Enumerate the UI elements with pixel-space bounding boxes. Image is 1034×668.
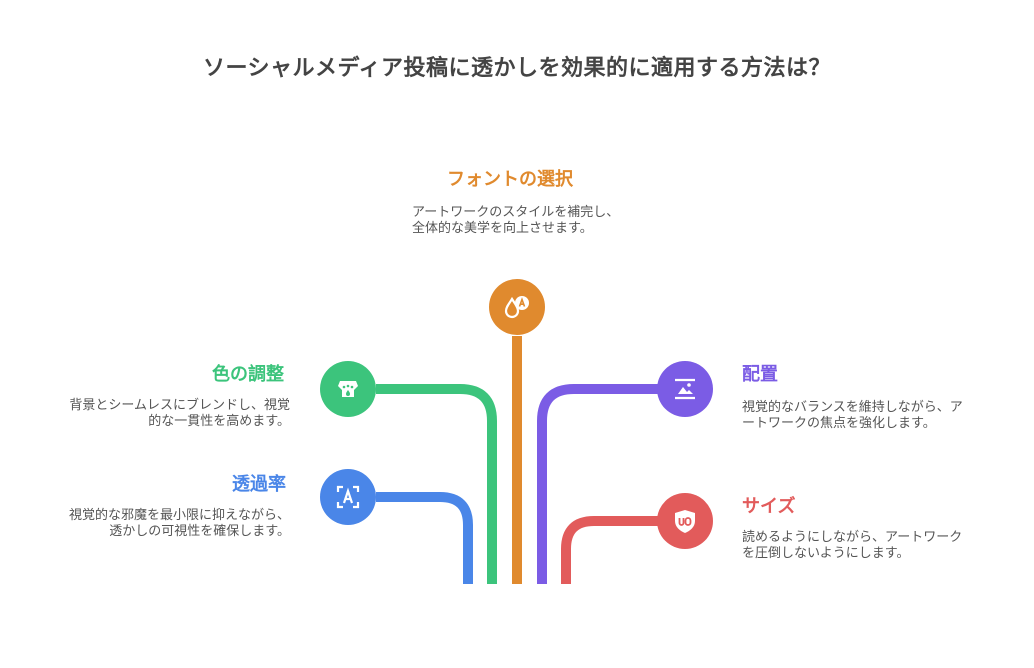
placement-desc: 視覚的なバランスを維持しながら、アートワークの焦点を強化します。 — [742, 400, 963, 431]
opacity-heading: 透過率 — [232, 474, 286, 495]
color-desc: 背景とシームレスにブレンドし、視覚的な一貫性を高めます。 — [69, 398, 290, 429]
opacity-desc: 視覚的な邪魔を最小限に抑えながら、透かしの可視性を確保します。 — [68, 508, 290, 539]
paint-bucket-icon — [320, 361, 376, 417]
placement-heading: 配置 — [742, 364, 778, 385]
branch-line-opacity — [376, 492, 473, 584]
size-desc: 読めるようにしながら、アートワークを圧倒しないようにします。 — [742, 530, 963, 561]
font-desc: アートワークのスタイルを補完し、全体的な美学を向上させます。 — [412, 205, 620, 236]
font-heading: フォントの選択 — [447, 169, 573, 190]
branch-line-color — [376, 384, 497, 584]
branch-line-size — [561, 516, 660, 584]
page-title: ソーシャルメディア投稿に透かしを効果的に適用する方法は？ — [202, 56, 832, 81]
text-frame-icon — [320, 469, 376, 525]
image-frame-icon — [657, 361, 713, 417]
shield-badge-icon — [657, 493, 713, 549]
branch-line-placement — [537, 384, 660, 584]
size-heading: サイズ — [742, 496, 796, 517]
font-drop-icon — [489, 279, 545, 335]
color-heading: 色の調整 — [212, 364, 284, 385]
